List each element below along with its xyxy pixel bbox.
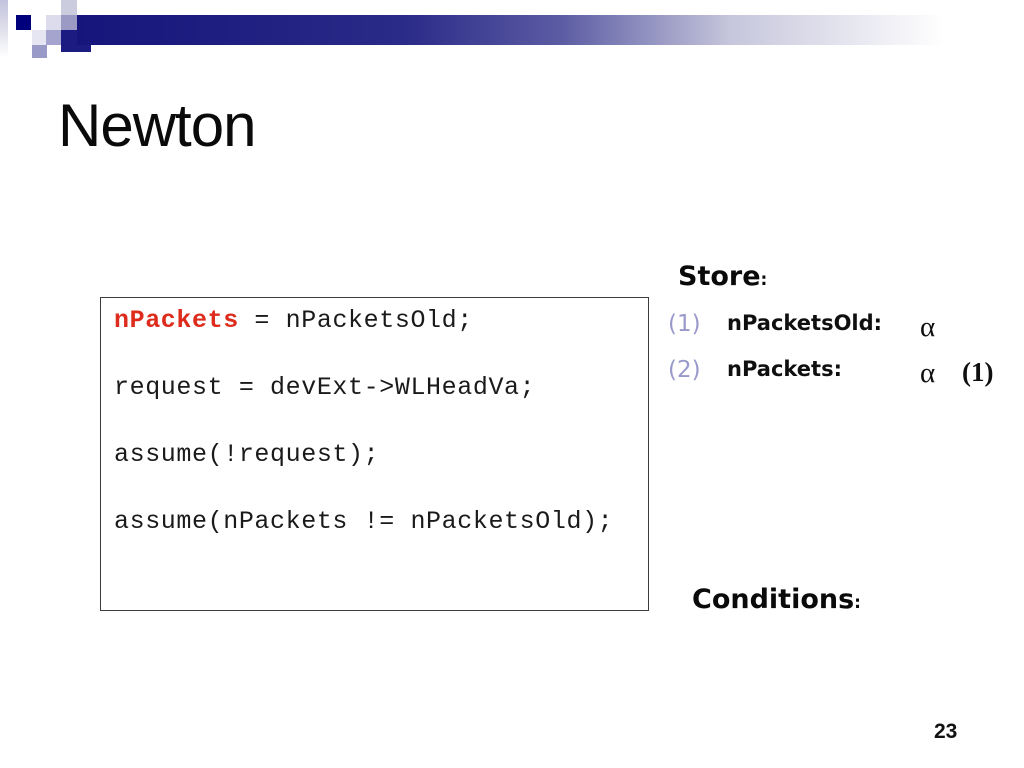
store-entry-extra: (1) [962, 357, 994, 387]
code-text: assume(!request); [114, 440, 380, 469]
code-box: nPackets = nPacketsOld; request = devExt… [100, 297, 649, 611]
store-entry-index: (1) [668, 311, 701, 337]
pixel-square [46, 30, 61, 45]
pixel-square [61, 30, 77, 45]
store-entry-name: nPackets: [727, 357, 842, 381]
store-entry: (2) nPackets: α (1) [668, 355, 1024, 389]
store-entry-value-alpha: α [920, 311, 936, 343]
pixel-square [32, 45, 47, 58]
store-entry-name: nPacketsOld: [727, 311, 883, 335]
pixel-square [16, 15, 31, 30]
conditions-heading: Conditions: [692, 585, 861, 615]
store-entry: (1) nPacketsOld: α [668, 309, 1024, 343]
store-panel: Store: (1) nPacketsOld: α (2) nPackets: … [668, 255, 1024, 395]
store-heading: Store: [678, 262, 767, 292]
store-heading-colon: : [760, 270, 768, 290]
pixel-square [61, 0, 77, 15]
pixel-square [46, 15, 61, 30]
conditions-heading-text: Conditions [692, 584, 855, 615]
pixel-square [32, 30, 46, 45]
code-text: assume(nPackets != nPacketsOld); [114, 507, 614, 536]
store-entry-value-alpha: α [920, 357, 936, 389]
page-title: Newton [58, 92, 256, 159]
code-text: request = devExt->WLHeadVa; [114, 373, 536, 402]
code-text: = nPacketsOld; [238, 306, 473, 335]
header-gradient-bar [77, 15, 1010, 45]
code-line: assume(!request); [114, 442, 648, 509]
code-line: request = devExt->WLHeadVa; [114, 375, 648, 442]
conditions-heading-colon: : [854, 593, 861, 613]
code-keyword: nPackets [114, 306, 239, 335]
page-number: 23 [934, 720, 958, 743]
pixel-square [61, 45, 91, 52]
code-line: assume(nPackets != nPacketsOld); [114, 509, 648, 576]
store-entry-index: (2) [668, 357, 701, 383]
pixel-square [61, 15, 77, 30]
store-heading-text: Store [678, 261, 761, 292]
code-line: nPackets = nPacketsOld; [114, 308, 648, 375]
left-gradient-strip [0, 0, 8, 58]
